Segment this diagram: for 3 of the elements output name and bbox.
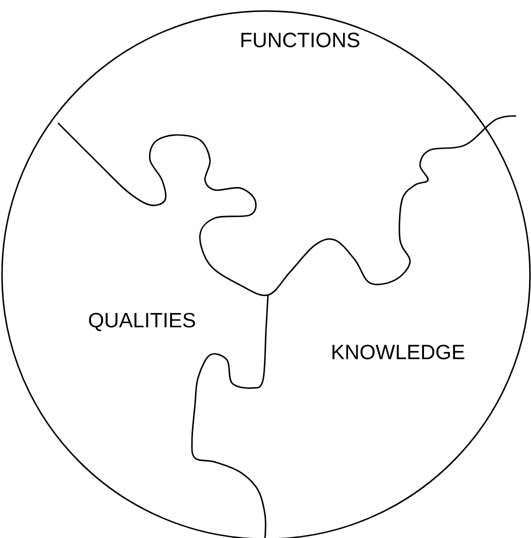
region-label: FUNCTIONS: [241, 32, 360, 48]
region-label: QUALITIES: [89, 312, 196, 332]
region-label: KNOWLEDGE: [332, 344, 464, 360]
